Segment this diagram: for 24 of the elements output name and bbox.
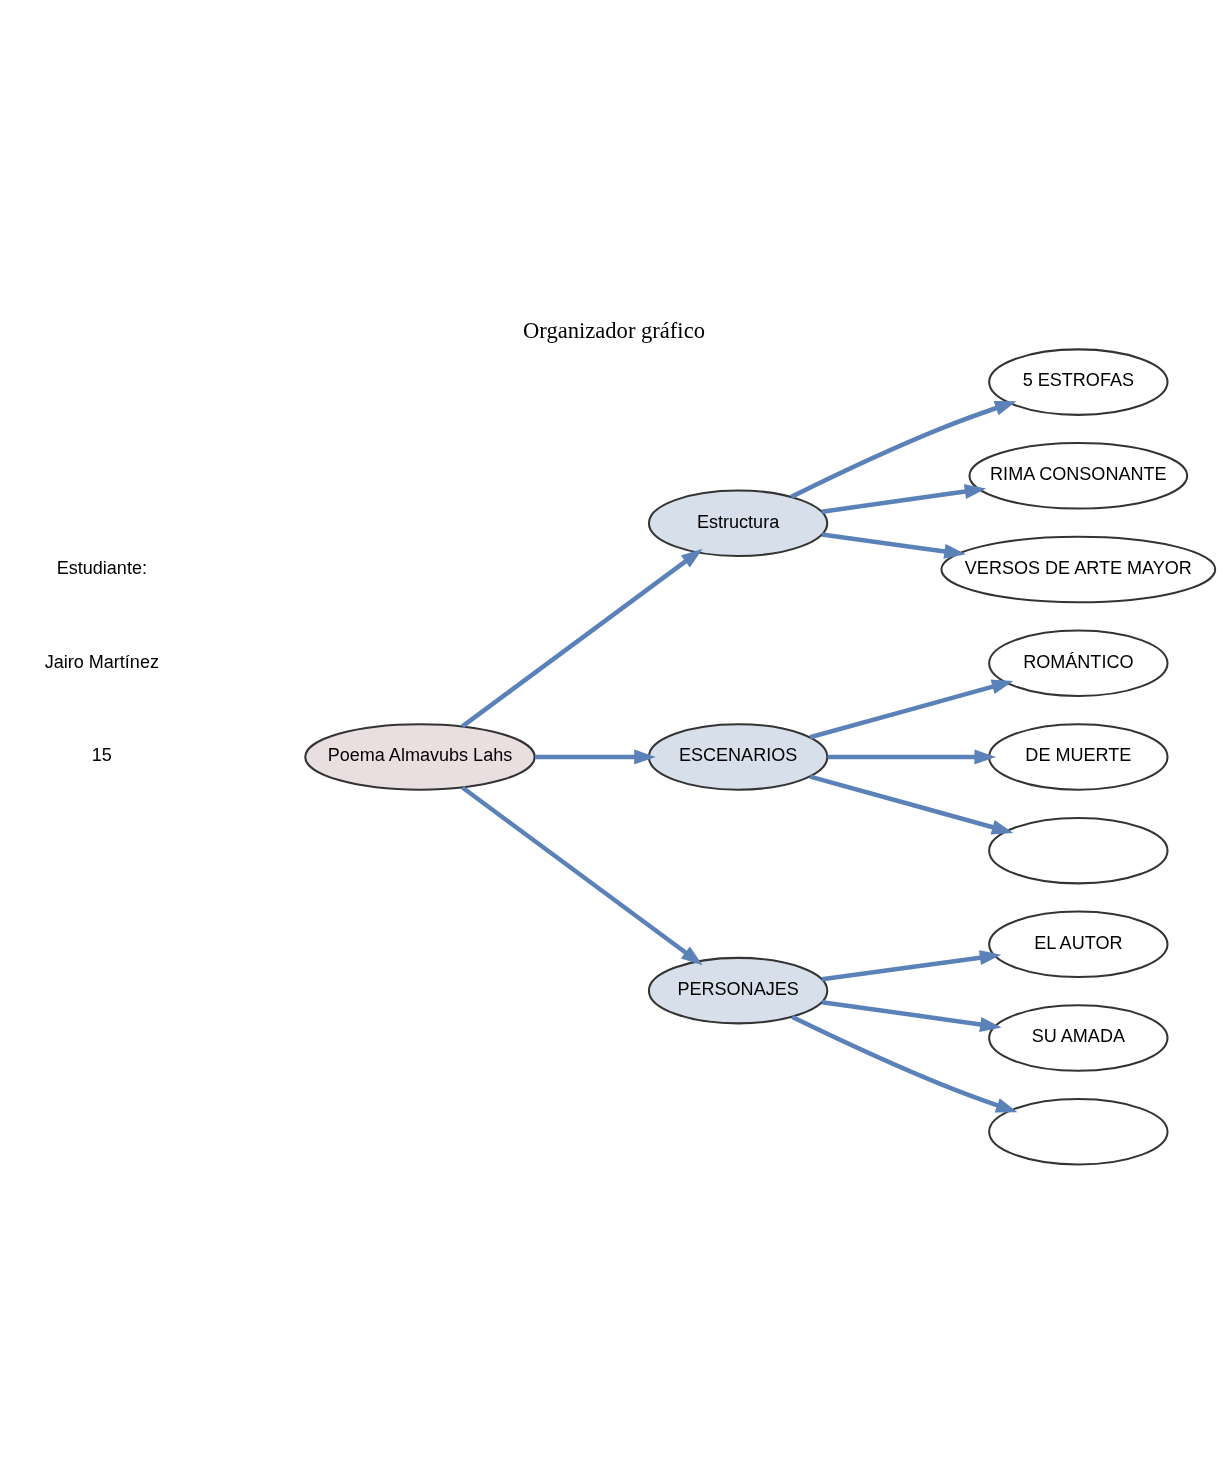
label: Estudiante:	[56, 557, 147, 578]
arrow	[821, 532, 966, 559]
node-ellipse: DE MUERTE	[988, 723, 1169, 791]
node-ellipse: ESCENARIOS	[647, 723, 829, 791]
arrow	[821, 950, 1002, 982]
arrow	[821, 1000, 1002, 1032]
arrow	[790, 401, 1017, 499]
node-ellipse: SU AMADA	[988, 1004, 1169, 1072]
arrow	[809, 774, 1014, 835]
node-ellipse: EL AUTOR	[988, 910, 1169, 979]
arrow	[827, 749, 996, 765]
arrow	[461, 548, 703, 729]
node-ellipse: RIMA CONSONANTE	[968, 442, 1189, 510]
node-ellipse: Estructura	[647, 489, 829, 557]
arrow	[791, 1014, 1018, 1113]
label: 15	[91, 745, 112, 766]
diagram-title: Organizador gráfico	[523, 318, 705, 344]
node-ellipse: PERSONAJES	[647, 956, 829, 1025]
arrow	[821, 484, 987, 514]
label: Jairo Martínez	[44, 651, 159, 672]
arrow	[809, 679, 1014, 740]
arrow	[461, 785, 703, 966]
arrow	[535, 749, 656, 765]
node-ellipse: Poema Almavubs Lahs	[304, 723, 536, 791]
